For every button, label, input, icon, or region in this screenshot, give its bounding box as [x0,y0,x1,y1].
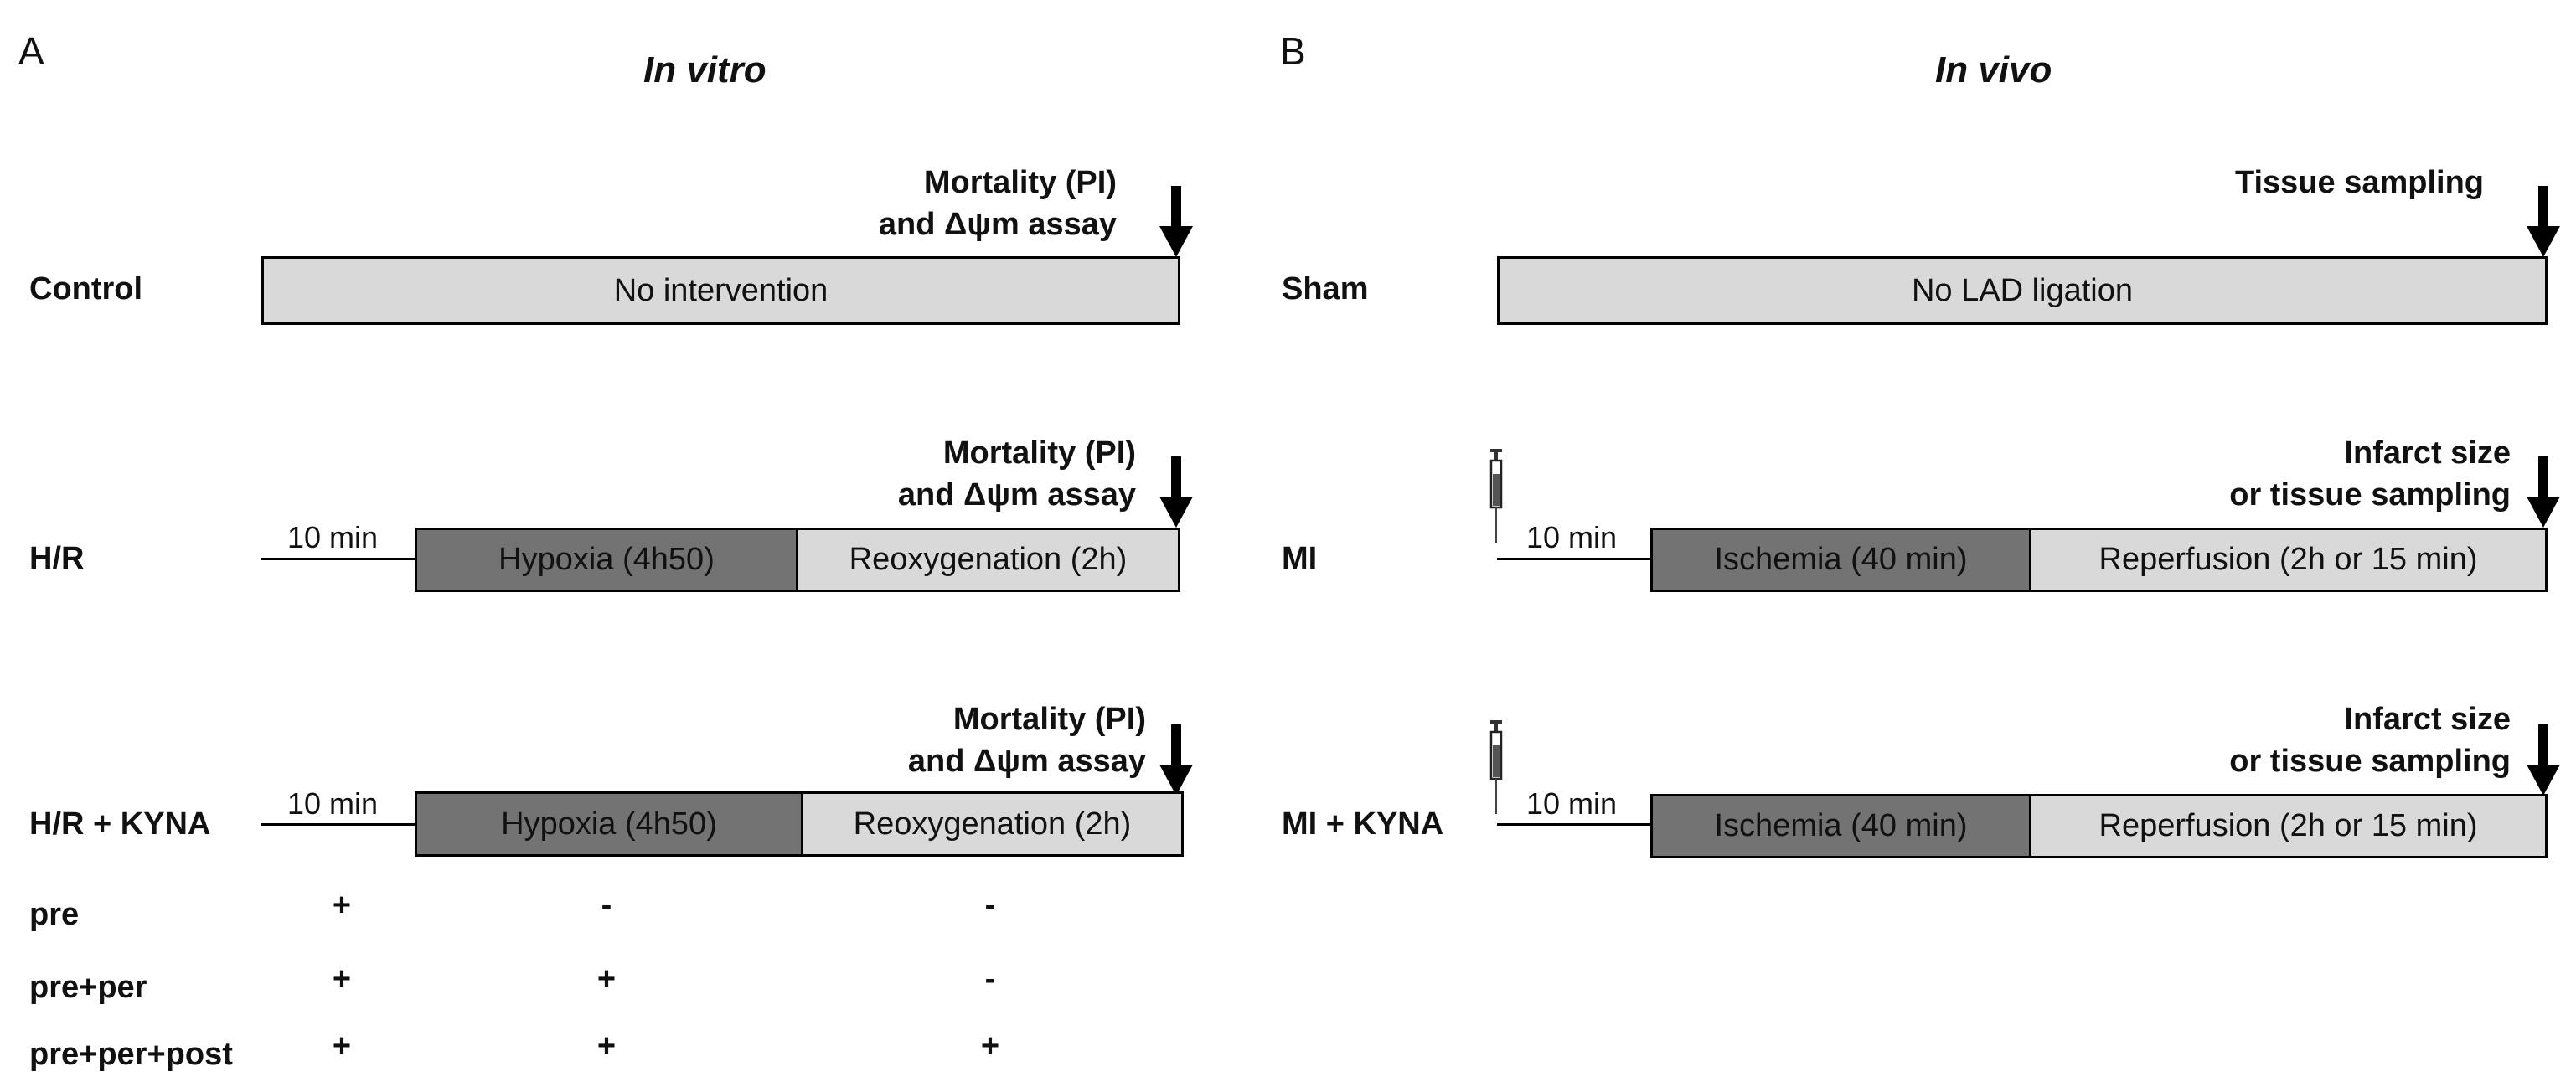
mi-timeline: Ischemia (40 min) Reperfusion (2h or 15 … [1650,528,2548,592]
treatment-mark-pre-per-1: + [332,961,352,997]
hrkyna-label: H/R + KYNA [29,806,211,842]
down-arrow-icon [2527,724,2560,796]
syringe-icon [1489,720,1503,814]
control-annotation-line2: and Δψm assay [878,207,1117,242]
mikyna-timeline: Ischemia (40 min) Reperfusion (2h or 15 … [1650,794,2548,858]
mi-ischemia-segment: Ischemia (40 min) [1653,530,2031,590]
hr-reoxygenation-segment: Reoxygenation (2h) [798,530,1178,590]
hr-annotation: Mortality (PI) and Δψm assay [898,432,1136,516]
mi-reperfusion-segment: Reperfusion (2h or 15 min) [2031,530,2545,590]
mikyna-label: MI + KYNA [1282,806,1444,842]
mikyna-annotation-line2: or tissue sampling [2229,744,2511,779]
control-annotation: Mortality (PI) and Δψm assay [879,162,1117,245]
mikyna-ischemia-segment: Ischemia (40 min) [1653,796,2031,856]
mikyna-lead-label: 10 min [1526,786,1618,821]
hrkyna-annotation: Mortality (PI) and Δψm assay [908,698,1146,782]
hrkyna-annotation-line1: Mortality (PI) [952,702,1146,737]
down-arrow-icon [1159,724,1193,796]
mi-annotation: Infarct size or tissue sampling [2229,432,2511,516]
hr-annotation-line2: and Δψm assay [897,477,1136,513]
mi-lead-label: 10 min [1526,520,1618,554]
treatment-label-pre: pre [29,897,80,932]
control-annotation-line1: Mortality (PI) [923,165,1117,200]
sham-label: Sham [1282,271,1369,307]
sham-annotation-line1: Tissue sampling [2234,165,2484,200]
down-arrow-icon [2527,186,2560,257]
hrkyna-hypoxia-segment: Hypoxia (4h50) [417,794,803,854]
sham-annotation: Tissue sampling [2235,162,2484,203]
treatment-mark-pre-3: - [984,888,996,923]
mikyna-annotation-line1: Infarct size [2344,702,2511,737]
panel-b-title: In vivo [1935,49,2052,90]
mikyna-lead-line [1497,823,1653,826]
panel-a-letter: A [18,29,44,73]
treatment-mark-pre-per-post-1: + [332,1028,352,1064]
treatment-label-pre-per: pre+per [29,970,147,1005]
syringe-icon [1489,449,1503,543]
control-bar: No intervention [261,256,1180,325]
hrkyna-annotation-line2: and Δψm assay [907,744,1146,779]
mikyna-annotation: Infarct size or tissue sampling [2229,698,2511,782]
mi-annotation-line1: Infarct size [2344,435,2511,471]
hrkyna-reoxygenation-segment: Reoxygenation (2h) [803,794,1181,854]
treatment-mark-pre-2: - [601,888,612,923]
down-arrow-icon [2527,456,2560,528]
treatment-mark-pre-per-post-2: + [596,1028,617,1064]
panel-b-letter: B [1280,29,1306,73]
mi-lead-line [1497,558,1653,560]
mi-annotation-line2: or tissue sampling [2229,477,2511,513]
down-arrow-icon [1159,456,1193,528]
hr-hypoxia-segment: Hypoxia (4h50) [417,530,798,590]
hr-timeline: Hypoxia (4h50) Reoxygenation (2h) [415,528,1180,592]
treatment-mark-pre-1: + [332,888,352,923]
hrkyna-timeline: Hypoxia (4h50) Reoxygenation (2h) [415,791,1184,857]
down-arrow-icon [1159,186,1193,257]
mi-label: MI [1282,541,1318,576]
hrkyna-lead-line [261,823,417,826]
treatment-mark-pre-per-post-3: + [980,1028,1000,1064]
treatment-mark-pre-per-2: + [596,961,617,997]
hr-lead-line [261,558,417,560]
control-label: Control [29,271,143,307]
sham-bar: No LAD ligation [1497,256,2548,325]
hrkyna-lead-label: 10 min [287,786,379,821]
mikyna-reperfusion-segment: Reperfusion (2h or 15 min) [2031,796,2545,856]
panel-a-title: In vitro [643,49,767,90]
hr-label: H/R [29,541,85,576]
treatment-mark-pre-per-3: - [984,961,996,997]
treatment-label-pre-per-post: pre+per+post [29,1037,233,1072]
hr-lead-label: 10 min [287,520,379,554]
hr-annotation-line1: Mortality (PI) [942,435,1136,471]
